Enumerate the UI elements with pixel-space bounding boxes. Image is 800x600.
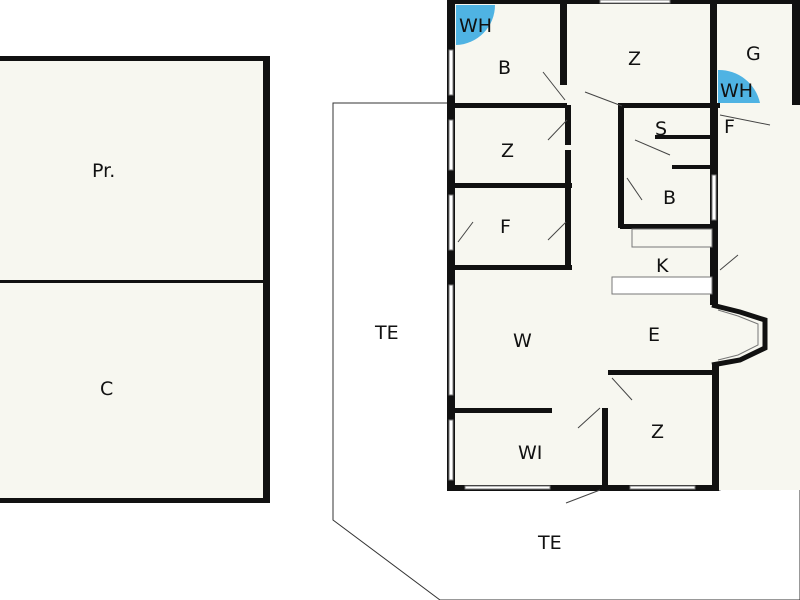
doors (457, 71, 771, 504)
room-label-f-right: F (724, 116, 735, 138)
room-label-wh-top: WH (459, 15, 492, 37)
room-label-f-mid: F (500, 216, 511, 238)
wall-b-divider (672, 165, 714, 169)
wall-f-bottom (447, 265, 572, 270)
outbuilding-wall-top (0, 56, 270, 61)
room-label-w: W (513, 330, 532, 352)
wall-s-left (618, 103, 624, 228)
wall-b-bottom-mid (620, 224, 718, 229)
room-label-wh-right: WH (720, 80, 753, 102)
water-heater-right-marker (718, 69, 760, 103)
room-label-z-bottom: Z (651, 421, 664, 443)
wall-s-top (620, 103, 720, 108)
wall-z-top (608, 370, 716, 375)
wall-far-east (792, 0, 800, 105)
wall-east-lower (712, 365, 719, 491)
room-label-te-west: TE (374, 322, 399, 344)
room-label-pr: Pr. (92, 160, 115, 182)
main-house (447, 0, 800, 504)
wall-b-z (560, 0, 567, 85)
room-label-e: E (648, 324, 660, 346)
wall-z-right-upper (565, 105, 571, 145)
wall-s-divider (655, 135, 710, 139)
wall-b-bottom (447, 103, 567, 108)
outbuilding (0, 56, 270, 503)
wall-z-right (565, 150, 571, 268)
outbuilding-divider (0, 280, 266, 283)
room-label-wi: WI (518, 442, 542, 464)
wall-south (447, 485, 719, 491)
bay-window (711, 302, 768, 368)
room-label-z-mid: Z (501, 140, 514, 162)
room-label-s: S (655, 118, 667, 140)
room-label-b-mid: B (663, 187, 676, 209)
room-label-z-top: Z (628, 48, 641, 70)
wall-z-f (447, 183, 572, 188)
wall-wi-top (447, 408, 552, 413)
room-label-te-south: TE (537, 532, 562, 554)
outbuilding-wall-right (263, 56, 270, 503)
room-label-g: G (746, 43, 761, 65)
water-heater-top-marker (456, 5, 495, 45)
room-label-k: K (656, 255, 669, 277)
kitchen-counter (611, 276, 713, 295)
wall-wi-z (602, 408, 608, 490)
wall-z-g (710, 0, 717, 110)
room-label-c: C (100, 378, 113, 400)
kitchen-cabinet (631, 228, 713, 248)
outbuilding-wall-bottom (0, 498, 270, 503)
room-label-b-top: B (498, 57, 511, 79)
